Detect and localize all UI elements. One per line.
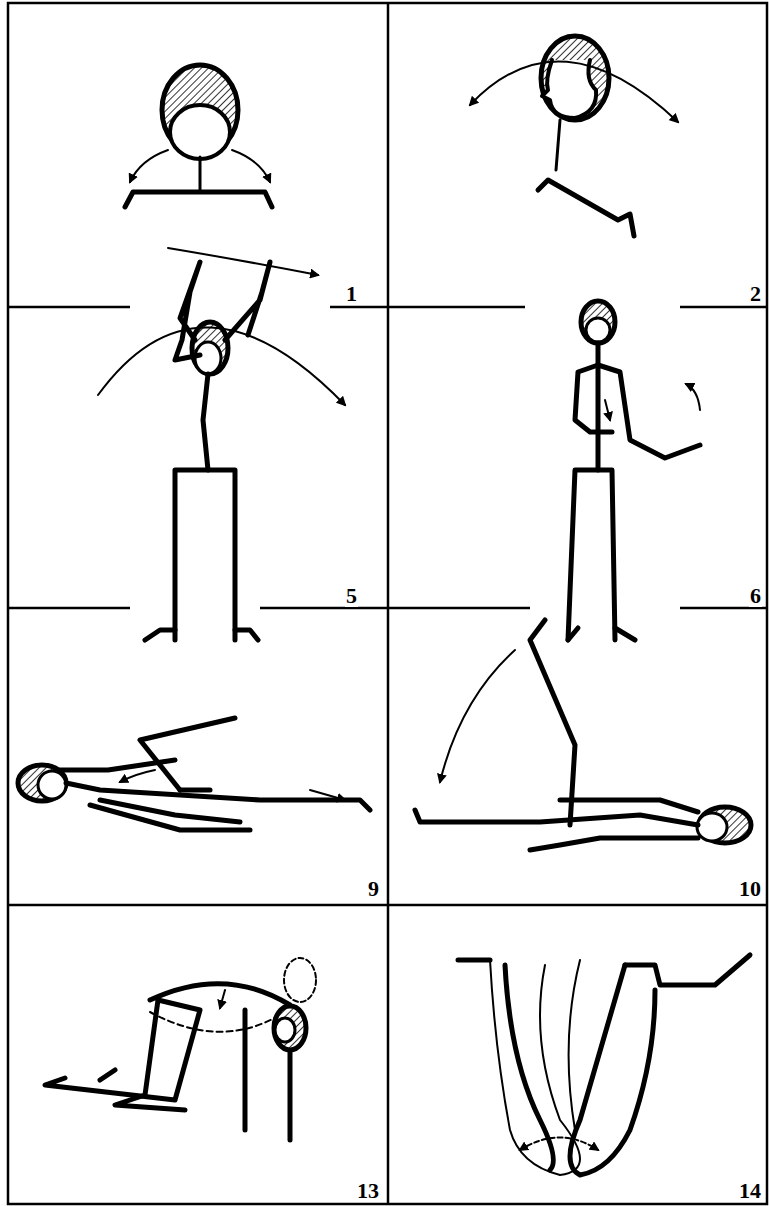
head-turn-figure [470, 36, 678, 236]
callout-number: 13 [356, 1180, 380, 1202]
lying-leg-raise-figure [415, 620, 751, 850]
soles-together-figure [458, 955, 750, 1175]
lying-knee-bend-figure [18, 718, 370, 830]
callout-number: 1 [345, 283, 358, 305]
arm-circles-figure [98, 248, 345, 640]
all-fours-back-arch-figure [45, 958, 316, 1140]
callout-number: 2 [749, 283, 762, 305]
callout-number: 10 [738, 878, 762, 900]
callout-number: 14 [738, 1180, 762, 1202]
arm-swing-figure [568, 301, 700, 640]
callout-number: 5 [345, 585, 358, 607]
head-tilt-figure [125, 65, 272, 207]
callout-number: 9 [367, 878, 380, 900]
callout-number: 6 [749, 585, 762, 607]
grid-frame [8, 3, 767, 1204]
